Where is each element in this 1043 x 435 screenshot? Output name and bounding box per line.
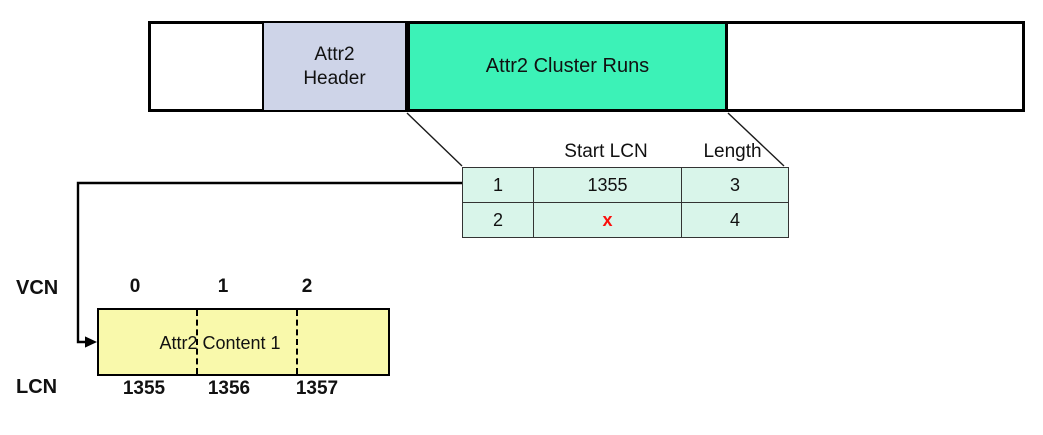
lcn-tick-1355: 1355: [122, 378, 166, 399]
attr2-header-label: Attr2 Header: [303, 43, 366, 89]
table-row: 1 1355 3: [462, 167, 789, 203]
start-lcn-column-header: Start LCN: [564, 141, 648, 162]
run-number-cell: 2: [462, 202, 534, 238]
lcn-tick-1357: 1357: [295, 378, 339, 399]
attr2-content-label: Attr2 Content 1: [159, 333, 281, 353]
vcn-axis-label: VCN: [16, 277, 59, 299]
cluster-divider-2: [296, 310, 298, 374]
length-cell: 4: [681, 202, 789, 238]
run-number-cell: 1: [462, 167, 534, 203]
lcn-axis-label: LCN: [16, 376, 58, 398]
lcn-tick-1356: 1356: [207, 378, 251, 399]
arrowhead-icon: [85, 336, 97, 348]
start-lcn-cell: 1355: [533, 167, 682, 203]
vcn-tick-0: 0: [129, 276, 141, 297]
run-list-table: 1 1355 3 2 x 4: [462, 167, 789, 238]
attr2-header-box: Attr2 Header: [262, 21, 407, 112]
vcn-tick-1: 1: [217, 276, 229, 297]
table-row: 2 x 4: [462, 202, 789, 238]
vcn-tick-2: 2: [301, 276, 313, 297]
start-lcn-invalid-cell: x: [533, 202, 682, 238]
attr2-cluster-runs-label: Attr2 Cluster Runs: [485, 55, 650, 77]
length-column-header: Length: [703, 141, 762, 162]
expansion-line-left: [406, 112, 463, 167]
attr2-cluster-runs-box: Attr2 Cluster Runs: [407, 21, 728, 112]
length-cell: 3: [681, 167, 789, 203]
